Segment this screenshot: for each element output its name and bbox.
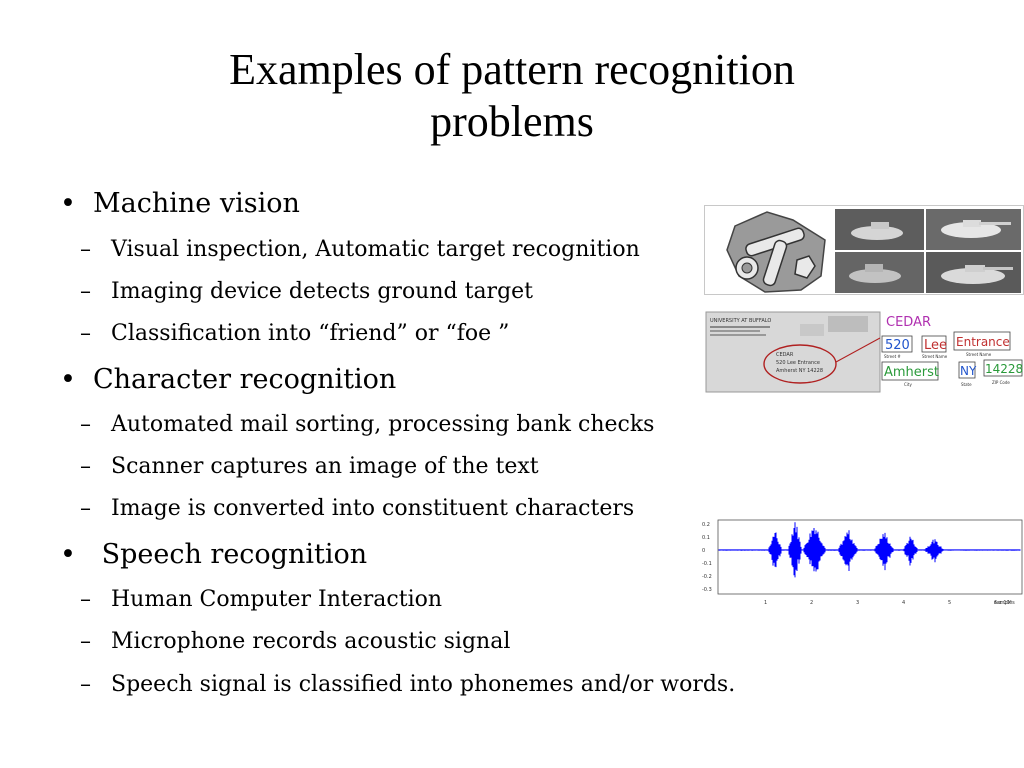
ocr-street-name: Lee xyxy=(924,338,947,353)
slide-title-line-2: problems xyxy=(430,97,594,146)
y-tick-label: -0.3 xyxy=(702,587,712,593)
sub-bullet-mail-sorting: Automated mail sorting, processing bank … xyxy=(111,412,655,437)
y-tick-label: -0.1 xyxy=(702,561,712,567)
machine-vision-image xyxy=(704,205,1024,295)
plot-frame xyxy=(717,519,1023,595)
dash-marker: – xyxy=(80,672,91,697)
dash-marker: – xyxy=(80,454,91,479)
caption-street-type: Street Name xyxy=(966,352,992,357)
caption-city: City xyxy=(904,382,912,387)
bullet-marker: • xyxy=(60,188,76,219)
waveform-trace xyxy=(718,522,1021,578)
bullet-marker: • xyxy=(60,364,76,395)
x-tick-labels: 1 2 3 4 5 6 x 10⁴ xyxy=(764,600,1012,606)
sub-bullet-microphone: Microphone records acoustic signal xyxy=(111,629,511,654)
envelope-scan: UNIVERSITY AT BUFFALO CEDAR 520 Lee Entr… xyxy=(705,311,881,393)
envelope-figure: UNIVERSITY AT BUFFALO CEDAR 520 Lee Entr… xyxy=(705,311,1023,393)
waveform-svg: 0.2 0.1 0 -0.1 -0.2 -0.3 1 2 3 4 5 6 x 10⁴ samples xyxy=(702,519,1023,606)
sub-bullet-classification: Classification into “friend” or “foe ” xyxy=(111,321,510,346)
ocr-city: Amherst xyxy=(884,365,939,380)
dash-marker: – xyxy=(80,412,91,437)
x-tick-label: 1 xyxy=(764,600,767,606)
tools-and-tanks-figure xyxy=(726,209,1021,293)
sub-bullet-image-converted: Image is converted into constituent char… xyxy=(111,496,635,521)
dash-marker: – xyxy=(80,587,91,612)
slide-title-line-1: Examples of pattern recognition xyxy=(229,45,795,94)
tank-images xyxy=(835,209,1021,293)
dash-marker: – xyxy=(80,496,91,521)
bullet-speech-recognition: Speech recognition xyxy=(93,539,368,570)
dash-marker: – xyxy=(80,237,91,262)
bullet-marker: • xyxy=(60,539,76,570)
envelope-line-2: 520 Lee Entrance xyxy=(776,360,820,366)
y-tick-label: 0.2 xyxy=(702,522,710,528)
ocr-state: NY xyxy=(960,364,977,378)
envelope-line-3: Amherst NY 14228 xyxy=(776,368,823,374)
caption-street-number: Street # xyxy=(884,354,901,359)
sub-bullet-imaging-device: Imaging device detects ground target xyxy=(111,279,534,304)
sub-bullet-scanner: Scanner captures an image of the text xyxy=(111,454,539,479)
envelope-header: UNIVERSITY AT BUFFALO xyxy=(710,318,771,324)
ocr-street-type: Entrance xyxy=(956,335,1010,349)
y-tick-label: -0.2 xyxy=(702,574,712,580)
bullet-machine-vision: Machine vision xyxy=(93,188,300,219)
dash-marker: – xyxy=(80,279,91,304)
caption-zip: ZIP Code xyxy=(992,380,1010,385)
y-tick-label: 0 xyxy=(702,548,705,554)
bullet-character-recognition: Character recognition xyxy=(93,364,397,395)
character-recognition-image: UNIVERSITY AT BUFFALO CEDAR 520 Lee Entr… xyxy=(704,296,1024,396)
ocr-zip: 14228 xyxy=(985,362,1023,376)
x-tick-label: 5 xyxy=(948,600,951,606)
ocr-label-cedar: CEDAR xyxy=(886,315,931,330)
x-tick-label: 4 xyxy=(902,600,905,606)
slide-title: Examples of pattern recognition problems xyxy=(112,44,912,148)
ocr-street-number: 520 xyxy=(885,338,910,353)
speech-waveform-plot: 0.2 0.1 0 -0.1 -0.2 -0.3 1 2 3 4 5 6 x 10⁴ samples xyxy=(698,512,1024,612)
y-tick-labels: 0.2 0.1 0 -0.1 -0.2 -0.3 xyxy=(702,522,712,593)
sub-bullet-speech-signal: Speech signal is classified into phoneme… xyxy=(111,672,736,697)
dash-marker: – xyxy=(80,629,91,654)
caption-state: State xyxy=(961,382,972,387)
caption-street-name: Street Name xyxy=(922,354,948,359)
tools-silhouette xyxy=(726,211,826,293)
x-tick-label: 6 x 10⁴ xyxy=(994,600,1012,606)
sub-bullet-hci: Human Computer Interaction xyxy=(111,587,443,612)
segmented-address-fields: CEDAR 520 Street # Lee Street Name Entra… xyxy=(881,315,1023,387)
y-tick-label: 0.1 xyxy=(702,535,710,541)
sub-bullet-visual-inspection: Visual inspection, Automatic target reco… xyxy=(111,237,640,262)
envelope-line-1: CEDAR xyxy=(776,352,794,358)
dash-marker: – xyxy=(80,321,91,346)
x-tick-label: 2 xyxy=(810,600,813,606)
x-axis-label: samples xyxy=(994,600,1015,606)
x-tick-label: 3 xyxy=(856,600,859,606)
